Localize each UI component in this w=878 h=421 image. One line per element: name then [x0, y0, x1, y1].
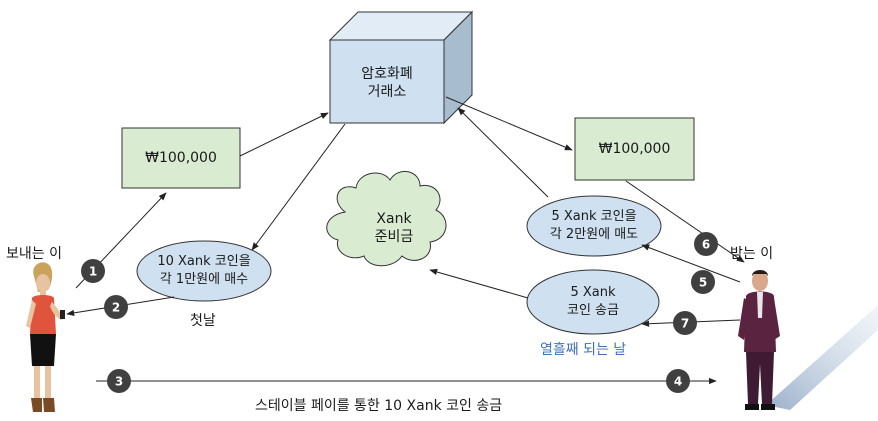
- sell-bubble: [526, 195, 662, 257]
- arrow-sell-to-exchange: [457, 107, 549, 198]
- svg-text:4: 4: [674, 375, 682, 389]
- day-one-label: 첫날: [190, 313, 216, 329]
- svg-text:1: 1: [89, 265, 97, 279]
- reserve-cloud: [326, 171, 447, 267]
- day-fifteen-label: 열흘째 되는 날: [540, 342, 627, 358]
- svg-text:6: 6: [702, 238, 710, 252]
- sender-figure: [26, 262, 65, 412]
- money-box-right: [574, 117, 695, 181]
- reserve-label: Xank 준비금: [374, 211, 414, 245]
- buy-bubble: [136, 240, 272, 302]
- sender-label: 보내는 이: [6, 246, 62, 262]
- send-bubble: [526, 269, 660, 335]
- money-left-label: ₩100,000: [145, 150, 217, 166]
- step-marker-7: 7: [673, 311, 697, 335]
- receiver-label: 받는 이: [730, 246, 774, 262]
- step-marker-2: 2: [104, 295, 128, 319]
- money-box-left: [121, 127, 241, 189]
- svg-text:2: 2: [112, 301, 120, 315]
- arrow-receiver-to-sell: [641, 244, 741, 283]
- step-marker-3: 3: [107, 369, 131, 393]
- receiver-shadow: [766, 305, 878, 410]
- arrow-exchange-to-money-right: [445, 96, 573, 151]
- bottom-caption: 스테이블 페이를 통한 10 Xank 코인 송금: [255, 398, 503, 414]
- send-bubble-label: 5 Xank 코인 송금: [567, 285, 619, 318]
- svg-text:3: 3: [115, 375, 123, 389]
- step-marker-1: 1: [81, 259, 105, 283]
- step-marker-4: 4: [666, 369, 690, 393]
- svg-text:7: 7: [681, 317, 689, 331]
- arrow-money-right-to-receiver: [625, 180, 745, 263]
- svg-text:5: 5: [699, 276, 707, 290]
- exchange-label: 암호화폐 거래소: [361, 66, 413, 100]
- sell-bubble-label: 5 Xank 코인을 각 2만원에 매도: [549, 209, 639, 242]
- receiver-figure: [738, 270, 780, 410]
- arrow-send-to-reserve: [429, 268, 529, 299]
- buy-bubble-label: 10 Xank 코인을 각 1만원에 매수: [157, 254, 251, 287]
- money-right-label: ₩100,000: [598, 141, 671, 157]
- arrow-money-to-exchange: [239, 112, 329, 157]
- exchange-cube: [328, 10, 474, 125]
- step-marker-6: 6: [694, 232, 718, 256]
- step-marker-5: 5: [691, 270, 715, 294]
- arrow-exchange-to-buy: [251, 123, 346, 251]
